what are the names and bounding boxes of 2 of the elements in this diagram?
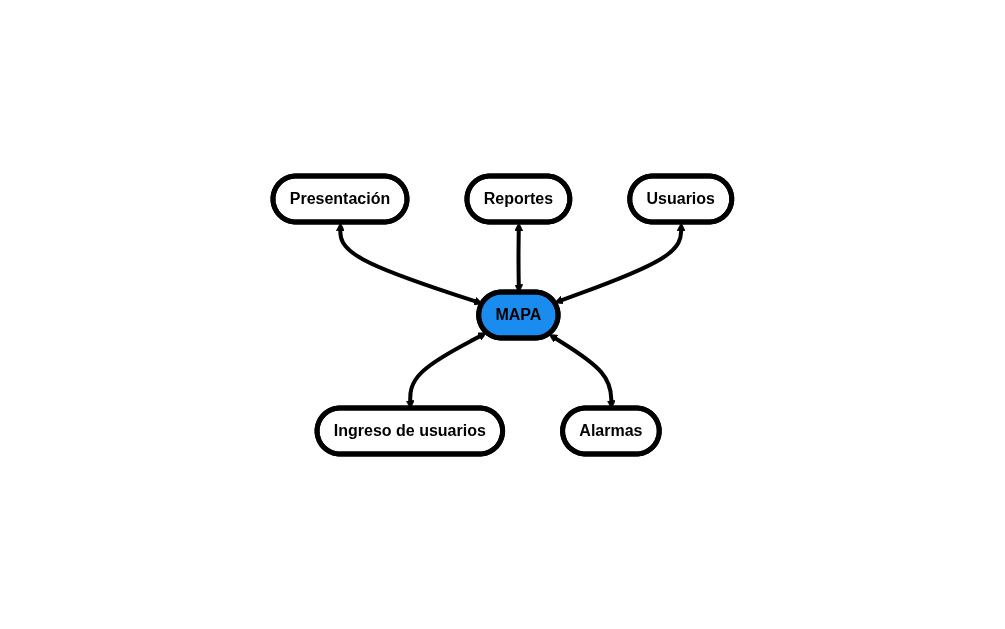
arrow xyxy=(336,222,483,305)
arrow xyxy=(554,222,686,304)
